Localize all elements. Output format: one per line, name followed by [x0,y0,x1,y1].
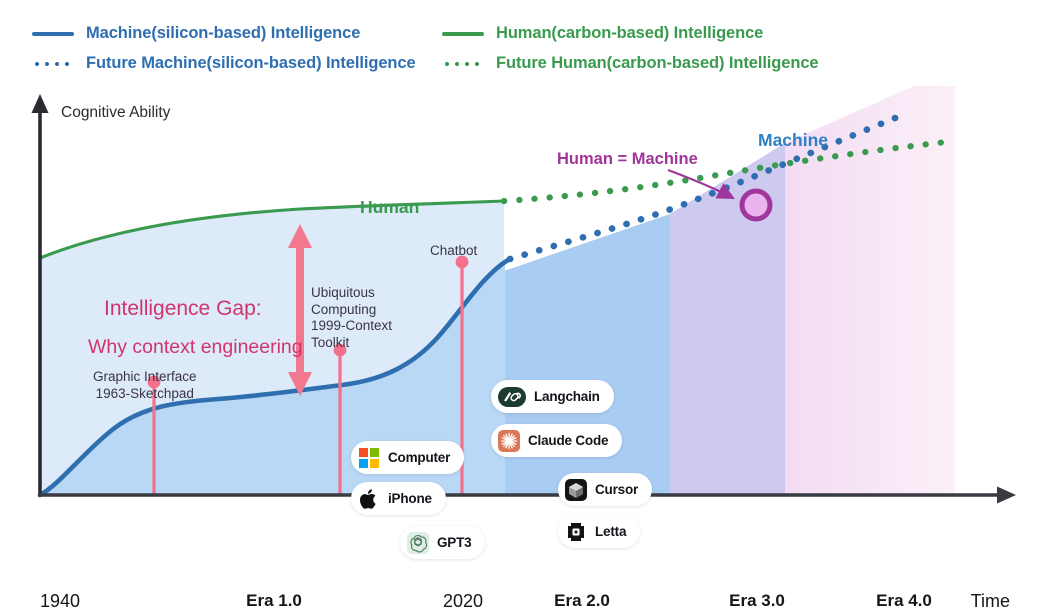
annotation-graphic-interface-line1: Graphic Interface [93,369,197,384]
chart-canvas: Machine(silicon-based) Intelligence Futu… [0,24,1045,611]
badge-gpt3-label: GPT3 [437,535,472,550]
annotation-ubiquitous-line4: Toolkit [311,334,350,350]
badge-claude-code-label: Claude Code [528,433,609,448]
langchain-icon [498,386,526,407]
x-tick-2020: 2020 [442,591,484,611]
machine-solid-curve [37,257,511,498]
legend-item-future-human[interactable]: Future Human(carbon-based) Intelligence [442,54,819,73]
annotation-ubiquitous-computing: Ubiquitous Computing 1999-Context Toolki… [311,285,392,351]
badge-iphone-label: iPhone [388,491,432,506]
human-dotted-curve [500,137,959,205]
annotation-ubiquitous-line2: Computing [311,301,377,317]
annotation-chatbot-line1: Chatbot [430,243,478,258]
legend-item-future-machine[interactable]: Future Machine(silicon-based) Intelligen… [32,54,416,73]
x-tick-era-3: Era 3.0 [729,591,785,610]
microsoft-icon [359,447,379,468]
legend-item-machine[interactable]: Machine(silicon-based) Intelligence [32,24,360,43]
y-axis-label: Cognitive Ability [61,104,171,121]
badge-langchain[interactable]: Langchain [491,380,614,413]
badge-gpt3[interactable]: GPT3 [400,526,486,559]
badge-cursor[interactable]: Cursor [558,473,653,506]
badge-claude-code[interactable]: Claude Code [491,424,623,457]
intelligence-gap-arrow-icon [288,224,312,396]
human-solid-curve [38,199,506,260]
letta-icon [568,522,584,541]
x-tick-era-2: Era 2.0 [554,591,610,610]
intelligence-gap-fill [40,201,505,495]
x-tick-era-4: Era 4.0 [876,591,932,610]
legend-label-future-human: Future Human(carbon-based) Intelligence [496,54,819,72]
chart-axes [31,94,1016,504]
crossing-callout-label: Human = Machine [557,150,698,168]
legend-swatch-dotted-blue-icon [32,57,74,71]
legend-label-machine: Machine(silicon-based) Intelligence [86,24,361,42]
annotation-graphic-interface-line2: 1963-Sketchpad [95,385,194,401]
x-tick-era-1: Era 1.0 [246,591,302,610]
openai-icon [407,531,429,554]
x-axis-label: Time [970,591,1010,611]
x-tick-1940: 1940 [40,591,81,611]
badge-letta[interactable]: Letta [558,515,641,548]
legend-swatch-dotted-green-icon [442,57,484,71]
chart-legend: Machine(silicon-based) Intelligence Futu… [0,24,1045,86]
plot-area: Cognitive Ability Human Machine Human = … [0,86,1045,611]
badge-computer[interactable]: Computer [351,441,465,474]
intelligence-gap-title: Intelligence Gap: [104,297,262,320]
annotation-chatbot: Chatbot [430,243,477,260]
badge-computer-label: Computer [388,450,451,465]
legend-label-future-machine: Future Machine(silicon-based) Intelligen… [86,54,416,72]
legend-item-human[interactable]: Human(carbon-based) Intelligence [442,24,763,43]
annotation-graphic-interface: Graphic Interface 1963-Sketchpad [93,369,197,402]
claude-icon [498,429,520,452]
machine-dotted-curve [506,112,904,263]
legend-label-human: Human(carbon-based) Intelligence [496,24,764,42]
crossing-point-marker[interactable] [739,188,773,222]
badge-cursor-label: Cursor [595,482,639,497]
apple-icon [360,488,376,509]
legend-swatch-solid-green-icon [442,27,484,41]
crossing-callout-arrow-icon [667,168,735,200]
badge-iphone[interactable]: iPhone [351,482,446,515]
badge-langchain-label: Langchain [534,389,600,404]
legend-swatch-solid-blue-icon [32,27,74,41]
annotation-ubiquitous-line1: Ubiquitous [311,285,375,300]
badge-letta-label: Letta [595,524,627,539]
intelligence-gap-subtitle: Why context engineering [88,336,303,358]
human-curve-label: Human [360,197,420,217]
machine-curve-label: Machine [758,130,829,150]
cursor-icon [565,478,587,501]
annotation-ubiquitous-line3: 1999-Context [311,318,393,333]
